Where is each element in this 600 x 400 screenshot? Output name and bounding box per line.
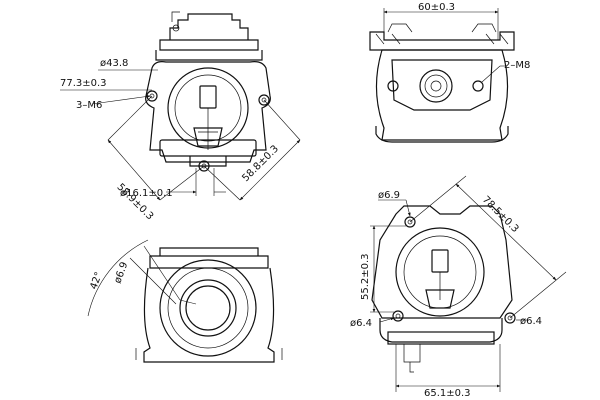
top-cap <box>155 11 263 61</box>
label-77-3: 77.3±0.3 <box>60 78 107 89</box>
label-42-deg: 42° <box>88 271 104 291</box>
m8-hole-right <box>472 80 484 92</box>
label-d6-4-left: ø6.4 <box>350 318 372 329</box>
bottom-right-body <box>371 205 516 373</box>
label-d43-8: ø43.8 <box>100 58 128 69</box>
label-78-5: 78.5±0.3 <box>480 194 521 235</box>
label-d6-4-right: ø6.4 <box>520 316 542 327</box>
view-bottom-left: 42° ø6.9 <box>87 239 283 363</box>
hole-top-left <box>404 216 416 228</box>
dimension-lines-top-right <box>383 8 506 83</box>
top-right-body <box>375 49 509 143</box>
view-top-right: 60±0.3 2–M8 <box>369 2 530 143</box>
label-d16-1: ø16.1±0.1 <box>120 188 173 199</box>
view-bottom-right: ø6.9 78.5±0.3 55.2±0.3 ø6.4 ø6.4 65.1±0.… <box>350 175 567 399</box>
view-top-left: ø43.8 77.3±0.3 3–M6 58.9±0.3 58.8±0.3 ø1… <box>60 11 301 222</box>
mount-hole-right <box>258 94 270 106</box>
label-3-m6: 3–M6 <box>76 100 102 111</box>
label-65-1: 65.1±0.3 <box>424 388 471 399</box>
dimension-lines-bottom-left <box>87 239 197 317</box>
label-d6-9-br: ø6.9 <box>378 190 400 201</box>
valve-circle <box>167 67 249 150</box>
dimension-lines-top-left <box>60 69 301 201</box>
top-flange <box>369 23 515 51</box>
label-2-m8: 2–M8 <box>504 60 530 71</box>
hole-bottom-left <box>392 310 404 322</box>
bottom-left-body <box>135 247 283 363</box>
m8-hole-left <box>387 80 399 92</box>
label-60: 60±0.3 <box>418 2 455 13</box>
label-55-2: 55.2±0.3 <box>360 253 371 300</box>
hole-bottom-right <box>504 312 516 324</box>
dimension-lines-bottom-right <box>370 175 567 392</box>
mount-hole-bottom <box>198 160 210 172</box>
